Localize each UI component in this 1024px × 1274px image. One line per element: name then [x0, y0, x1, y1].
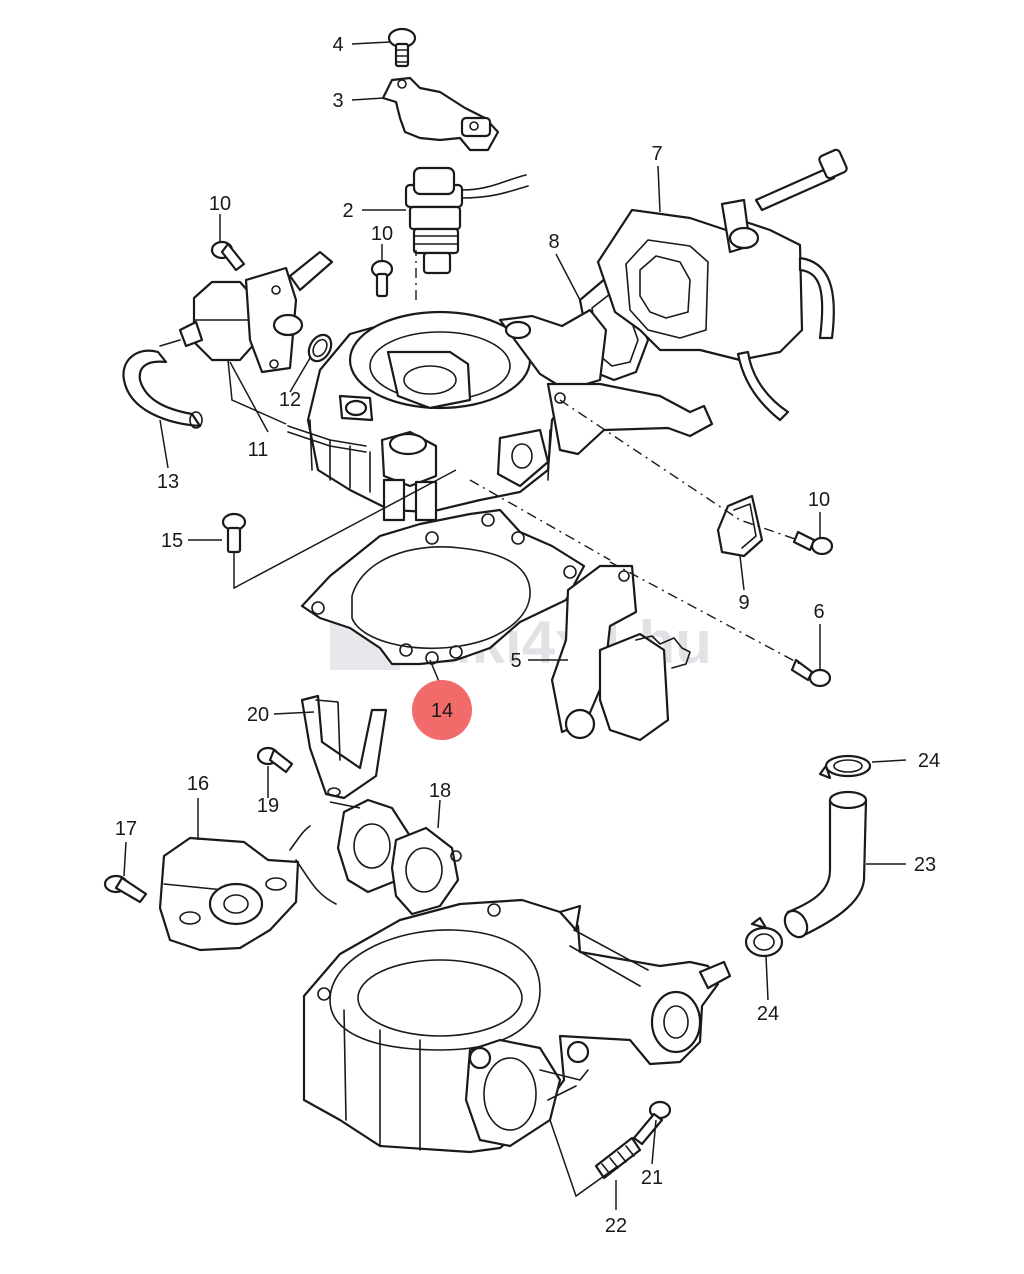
callout-label: 17	[115, 818, 137, 840]
callout-label-highlighted: 14	[431, 700, 453, 722]
lower-throttle-body	[302, 898, 732, 1154]
callout-label: 6	[813, 601, 824, 623]
callout-label: 24	[918, 750, 940, 772]
part-3-cover	[381, 76, 500, 152]
callout-label: 10	[209, 193, 231, 215]
callout-label: 13	[157, 471, 179, 493]
part-9-clip	[716, 494, 764, 558]
part-15-screw	[221, 512, 247, 554]
upper-throttle-body	[287, 308, 714, 522]
assembly-lines	[227, 250, 801, 1198]
callout-label: 23	[914, 854, 936, 876]
callout-label: 24	[757, 1003, 779, 1025]
callout-labels: 4 3 2 10 10 7 8 12 11 13 15 10 9 6 5 14 …	[115, 34, 940, 1237]
callout-label: 21	[641, 1167, 663, 1189]
part-7-isc-valve	[596, 198, 835, 422]
part-17-screw	[103, 874, 148, 904]
callout-label: 3	[332, 90, 343, 112]
callout-label: 22	[605, 1215, 627, 1237]
part-14-gasket	[300, 508, 586, 666]
callout-label: 10	[808, 489, 830, 511]
callout-label: 19	[257, 795, 279, 817]
callout-label: 5	[510, 650, 521, 672]
part-13-hose	[122, 349, 203, 429]
part-10-screw-a	[210, 240, 246, 272]
callout-label: 2	[342, 200, 353, 222]
part-10-screw-c	[792, 530, 834, 556]
callout-label: 12	[279, 389, 301, 411]
part-18-gasket	[336, 798, 462, 916]
callout-label: 7	[651, 143, 662, 165]
callout-label: 16	[187, 773, 209, 795]
part-23-hose	[783, 790, 868, 939]
part-20-bracket	[300, 694, 388, 800]
part-6-screw	[790, 658, 832, 688]
callout-leaders	[123, 41, 907, 1210]
part-2-injector	[404, 166, 529, 275]
part-24-clamp-top	[818, 754, 872, 780]
part-24-clamp-bottom	[744, 916, 784, 958]
part-7-bolt	[754, 148, 848, 212]
part-16-tps	[158, 825, 337, 952]
part-5-dashpot	[550, 564, 691, 742]
callout-label: 10	[371, 223, 393, 245]
part-21-screw	[632, 1100, 672, 1146]
part-19-screw	[256, 746, 294, 774]
callout-label: 20	[247, 704, 269, 726]
part-22-spring	[594, 1136, 642, 1180]
callout-label: 15	[161, 530, 183, 552]
callout-label: 8	[548, 231, 559, 253]
highlight-circle-14	[412, 680, 472, 740]
callout-label: 9	[738, 592, 749, 614]
callout-label: 4	[332, 34, 343, 56]
callout-label: 11	[248, 439, 269, 461]
part-12-o-ring	[307, 333, 333, 363]
part-10-screw-b	[370, 259, 394, 298]
callout-label: 18	[429, 780, 451, 802]
part-4-screw	[387, 27, 417, 68]
part-11-regulator	[159, 250, 334, 374]
